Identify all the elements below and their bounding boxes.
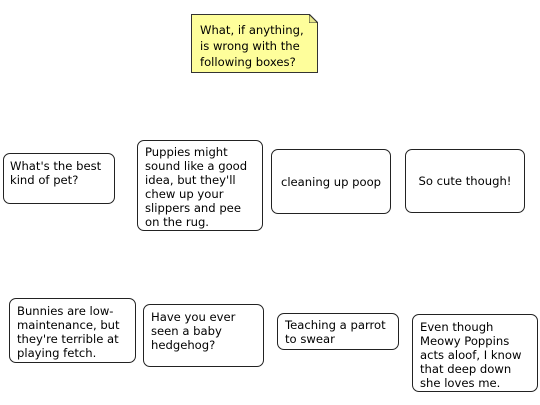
box-best-pet-text: What's the best kind of pet? <box>10 159 102 187</box>
box-cleaning-poop-text: cleaning up poop <box>280 174 382 189</box>
box-bunnies[interactable]: Bunnies are low-maintenance, but they're… <box>9 298 136 363</box>
box-hedgehog[interactable]: Have you ever seen a baby hedgehog? <box>143 304 264 367</box>
note-line-1: What, if anything, <box>200 23 304 37</box>
note-fold-corner <box>309 14 318 23</box>
box-so-cute[interactable]: So cute though! <box>405 149 525 213</box>
box-parrot[interactable]: Teaching a parrot to swear <box>277 313 399 350</box>
box-so-cute-text: So cute though! <box>418 174 512 188</box>
box-puppies[interactable]: Puppies might sound like a good idea, bu… <box>137 140 263 231</box>
box-hedgehog-text: Have you ever seen a baby hedgehog? <box>151 310 236 352</box>
box-bunnies-text: Bunnies are low-maintenance, but they're… <box>17 304 120 360</box>
box-meowy-poppins-text: Even though Meowy Poppins acts aloof, I … <box>420 320 522 390</box>
box-best-pet[interactable]: What's the best kind of pet? <box>3 153 115 204</box>
box-parrot-text: Teaching a parrot to swear <box>285 318 386 346</box>
note-line-2: is wrong with the <box>200 39 300 53</box>
box-meowy-poppins[interactable]: Even though Meowy Poppins acts aloof, I … <box>412 314 538 392</box>
question-note: What, if anything, is wrong with the fol… <box>191 14 318 73</box>
note-line-3: following boxes? <box>200 55 296 69</box>
box-puppies-text: Puppies might sound like a good idea, bu… <box>145 145 248 229</box>
box-cleaning-poop[interactable]: cleaning up poop <box>271 149 391 214</box>
